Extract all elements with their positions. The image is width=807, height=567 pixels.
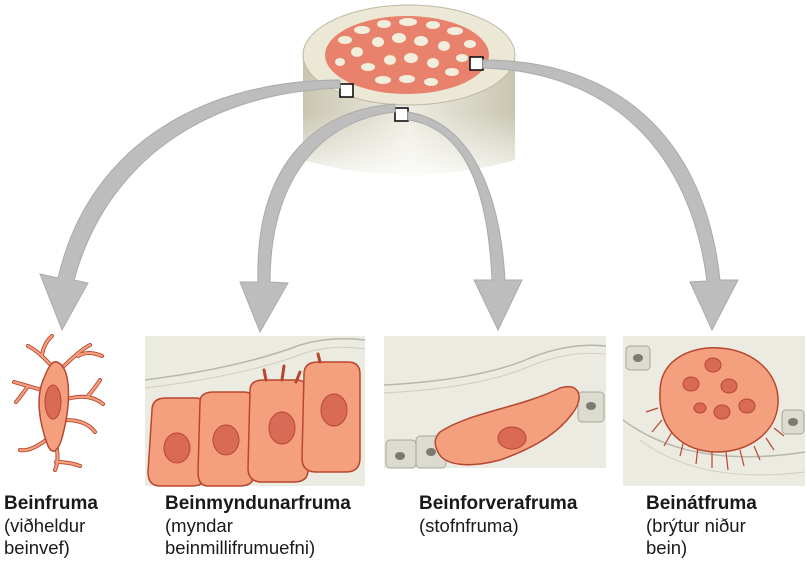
osteoclast-cell: [659, 347, 779, 453]
arrow-to-beinfruma: [39, 79, 341, 332]
osteocyte-marker: [339, 83, 354, 98]
cell-name: Beinmyndunarfruma: [165, 493, 351, 514]
arrow-to-beinforverafruma: [407, 111, 523, 332]
bone-cross-section: [302, 4, 516, 175]
arrow-to-beinmyndunarfruma: [239, 103, 396, 334]
caption-beinatfruma: Beinátfruma (brýtur niður bein): [646, 492, 757, 559]
cell-name: Beinátfruma: [646, 493, 757, 514]
osteocyte-illustration: [12, 334, 105, 472]
osteoprogenitor-cell: [434, 385, 580, 466]
cell-description: (stofnfruma): [419, 515, 519, 536]
cell-description: (myndar beinmillifrumuefni): [165, 515, 316, 558]
caption-beinmyndunarfruma: Beinmyndunarfruma (myndar beinmillifrumu…: [165, 492, 351, 559]
arrow-to-beinatfruma: [482, 59, 739, 332]
osteoclast-nuclei: [682, 357, 756, 420]
cell-name: Beinfruma: [4, 493, 98, 514]
osteoclast-panel: [622, 336, 806, 486]
osteocyte-nucleus: [44, 384, 62, 420]
cell-description: (viðheldur beinvef): [4, 515, 86, 558]
arrows: [39, 59, 739, 334]
cell-description: (brýtur niður bein): [646, 515, 746, 558]
ruffled-border: [645, 407, 785, 471]
caption-beinfruma: Beinfruma (viðheldur beinvef): [4, 492, 98, 559]
osteoblast-panel: [144, 336, 366, 487]
cell-name: Beinforverafruma: [419, 493, 578, 514]
caption-beinforverafruma: Beinforverafruma (stofnfruma): [419, 492, 577, 537]
osteoblast-marker: [394, 107, 409, 122]
osteoclast-marker: [469, 56, 484, 71]
osteoprogenitor-panel: [383, 336, 607, 469]
trabecular-spaces: [335, 18, 480, 86]
